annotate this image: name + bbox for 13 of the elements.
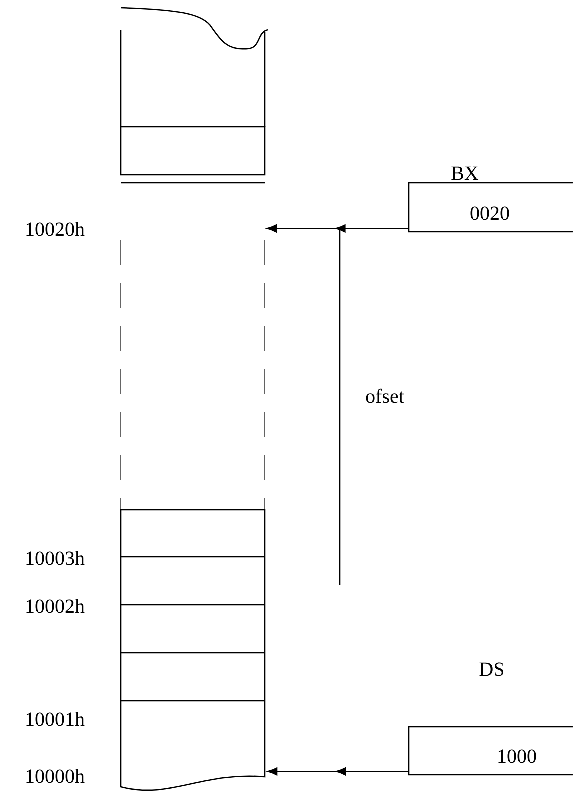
address-label: 10002h [26, 599, 85, 614]
address-label: 10003h [26, 551, 85, 566]
register-box: 0020 [408, 182, 573, 233]
address-label: 10001h [26, 712, 85, 726]
register-name: DS [480, 662, 504, 676]
arrow [267, 224, 408, 233]
address-label: 10000h [26, 769, 85, 784]
register-box: 1000 [408, 726, 573, 776]
arrow [268, 768, 408, 776]
register-name: BX [452, 166, 479, 180]
memory-stack [120, 509, 266, 792]
address-label: 10020h [26, 222, 85, 236]
offset-label: ofset [366, 388, 404, 404]
